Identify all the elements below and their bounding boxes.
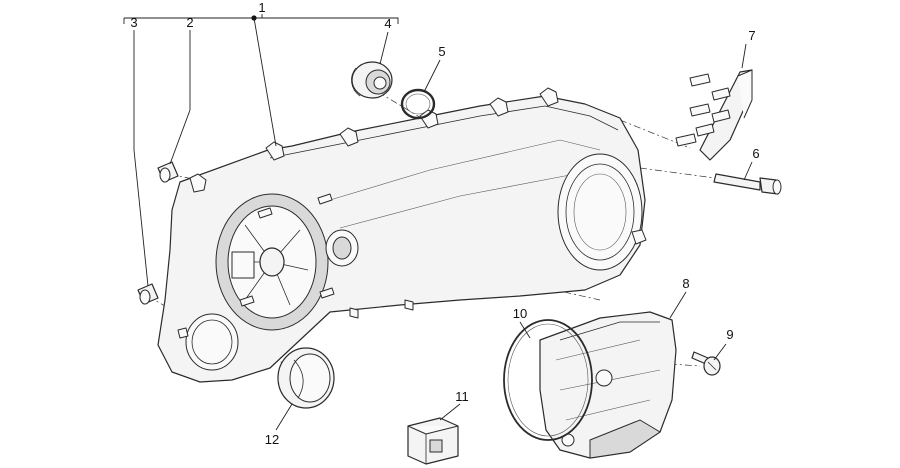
guide-plate-studs [675, 73, 731, 147]
callout-1: 1 [258, 0, 265, 15]
lower-dowel-pin [137, 283, 159, 305]
callout-12: 12 [265, 432, 279, 447]
callout-8: 8 [682, 276, 689, 291]
guide-plate [675, 69, 753, 161]
callout-7: 7 [748, 28, 755, 43]
callout-4: 4 [384, 16, 391, 31]
round-cap [277, 347, 335, 409]
rubber-block [407, 417, 459, 465]
screw [691, 351, 721, 376]
callout-9: 9 [726, 327, 733, 342]
callout-labels: 1 2 3 4 5 6 7 8 9 10 11 12 [130, 0, 759, 447]
bearing [351, 61, 393, 99]
callout-11: 11 [455, 389, 469, 404]
callout-2: 2 [186, 15, 193, 30]
clutch-cover [539, 311, 677, 459]
dowel-pin [157, 161, 179, 183]
callout-3: 3 [130, 15, 137, 30]
transmission-cover [157, 87, 647, 383]
circlip [400, 88, 436, 120]
callout-5: 5 [438, 44, 445, 59]
callout-6: 6 [752, 146, 759, 161]
bolt [713, 173, 782, 195]
leader-lines [123, 14, 753, 431]
callout-10: 10 [513, 306, 527, 321]
gasket [503, 319, 593, 441]
